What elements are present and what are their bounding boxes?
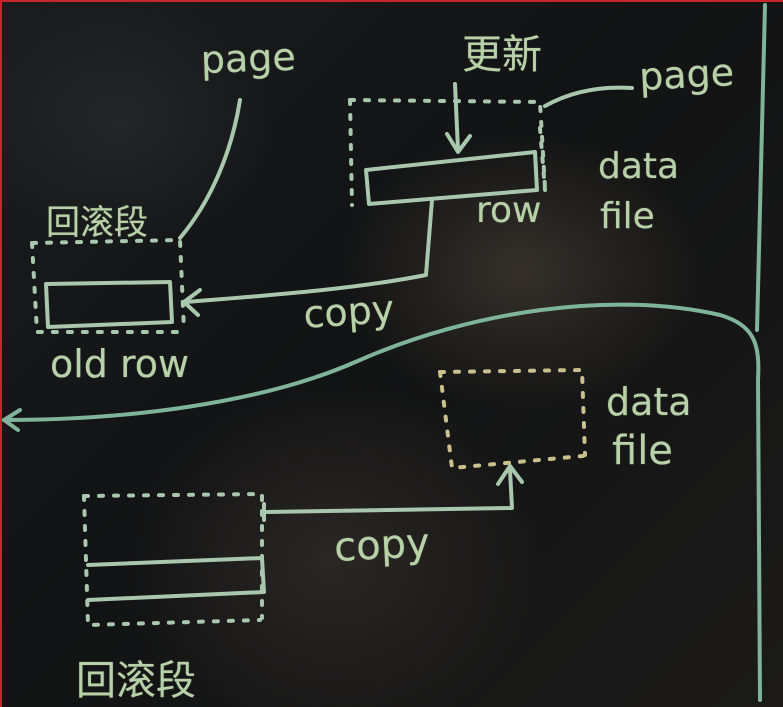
label-data-bottom: data — [606, 380, 692, 424]
undo-outline-top-left-left-side — [30, 241, 184, 334]
label-old-row: old row — [50, 342, 190, 386]
label-undo-segment-top: 回滚段 — [46, 203, 148, 243]
label-update: 更新 — [462, 32, 542, 78]
copy-arrow-top — [183, 198, 434, 304]
row-box-old — [44, 280, 174, 329]
page-pointer-top-right — [543, 85, 634, 108]
row-box-new — [364, 150, 539, 206]
label-page-top-right: page — [638, 50, 736, 99]
copy-arrow-bottom-head — [496, 464, 524, 486]
undo-outline-top-left — [30, 237, 186, 332]
label-copy-top: copy — [302, 286, 396, 337]
copy-arrow-top-head — [182, 288, 202, 317]
update-arrow-head — [445, 132, 472, 154]
label-undo-segment-bottom: 回滚段 — [76, 658, 196, 704]
update-arrow — [453, 82, 460, 152]
page-outline-top-right-left-side — [348, 98, 354, 207]
data-file-outline-bottom — [438, 367, 587, 457]
row-box-bottom — [86, 556, 266, 602]
red-frame-left-edge — [0, 0, 2, 707]
section-divider-arrow-head — [2, 408, 22, 432]
label-file-top: file — [600, 196, 655, 237]
undo-outline-bottom-left-side — [82, 494, 262, 628]
label-data-top: data — [598, 146, 680, 187]
page-outline-top-right-right-side — [538, 126, 547, 192]
label-copy-bottom: copy — [333, 520, 431, 571]
red-frame-top-edge — [0, 0, 783, 2]
label-file-bottom: file — [612, 428, 673, 474]
page-outline-top-right — [348, 98, 547, 190]
section-divider-line — [2, 302, 762, 702]
page-pointer-top-left — [178, 98, 242, 240]
section-divider-upper-branch — [755, 3, 767, 332]
label-page-top-left: page — [200, 34, 297, 82]
label-row: row — [476, 190, 542, 231]
copy-arrow-bottom — [264, 468, 514, 514]
data-file-outline-bottom-left-side — [438, 370, 585, 471]
